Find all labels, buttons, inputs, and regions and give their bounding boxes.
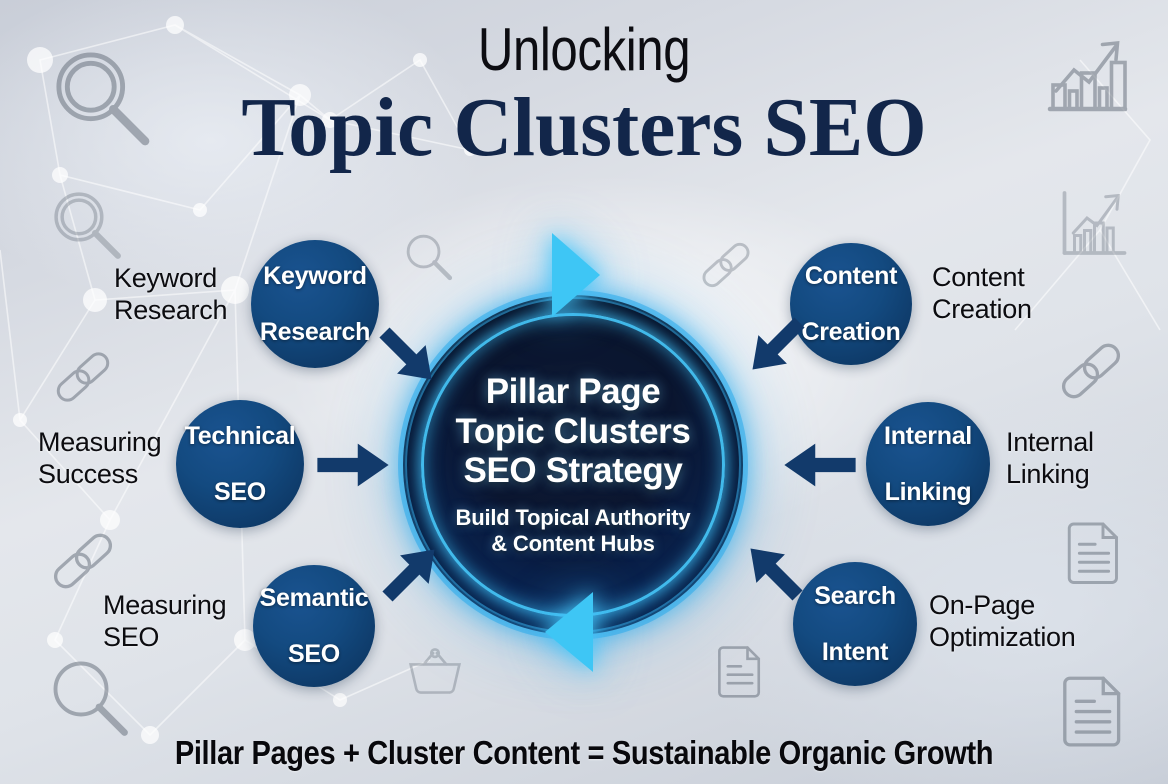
label-measuring-success-line-1: Measuring xyxy=(38,427,162,457)
label-keyword-research: Keyword Research xyxy=(114,263,254,327)
hub-title-line-1: Pillar Page xyxy=(485,372,661,412)
hub-subtitle-line-2: & Content Hubs xyxy=(491,531,655,557)
node-content-creation-line-1: Content xyxy=(804,262,898,290)
bar-chart-growth-icon xyxy=(1062,191,1127,255)
arrow-internal-linking-to-hub xyxy=(784,443,856,487)
arrow-content-creation-to-hub xyxy=(752,317,805,370)
cycle-arrow-bottom-icon xyxy=(545,592,593,672)
magnifier-icon xyxy=(54,192,121,259)
label-content-creation-line-1: Content xyxy=(932,262,1025,292)
hub-text-block: Pillar Page Topic Clusters SEO Strategy … xyxy=(403,295,743,635)
label-measuring-success: Measuring Success xyxy=(38,427,188,491)
magnifier-icon xyxy=(406,234,453,281)
label-measuring-seo-line-1: Measuring xyxy=(103,590,227,620)
label-keyword-research-line-2: Research xyxy=(114,294,228,325)
magnifier-icon xyxy=(56,52,150,146)
label-on-page-optimization-line-1: On-Page xyxy=(929,590,1035,620)
node-internal-linking-line-2: Linking xyxy=(884,478,972,506)
chain-link-icon xyxy=(1061,343,1121,399)
hub-title-line-2: Topic Clusters xyxy=(455,411,691,451)
label-keyword-research-line-1: Keyword xyxy=(114,263,217,293)
central-hub[interactable]: Pillar Page Topic Clusters SEO Strategy … xyxy=(403,295,743,635)
magnifier-icon xyxy=(53,661,128,736)
arrow-semantic-seo-to-hub xyxy=(382,549,435,602)
label-content-creation: Content Creation xyxy=(932,262,1102,326)
node-semantic-seo[interactable]: Semantic SEO xyxy=(253,565,375,687)
node-internal-linking-line-1: Internal xyxy=(884,422,972,450)
node-content-creation-line-2: Creation xyxy=(801,318,901,346)
chain-link-icon xyxy=(53,533,113,589)
hub-title: Pillar Page Topic Clusters SEO Strategy xyxy=(456,372,691,491)
node-search-intent[interactable]: Search Intent xyxy=(793,562,917,686)
label-internal-linking-line-2: Linking xyxy=(1006,458,1090,489)
hub-subtitle-line-1: Build Topical Authority xyxy=(455,504,691,530)
chain-link-icon xyxy=(702,242,750,288)
label-measuring-seo: Measuring SEO xyxy=(103,590,253,654)
label-internal-linking: Internal Linking xyxy=(1006,427,1166,491)
chain-link-icon xyxy=(56,352,110,402)
node-technical-seo-line-2: SEO xyxy=(214,478,266,506)
basket-icon xyxy=(408,648,462,694)
label-content-creation-line-2: Creation xyxy=(932,293,1032,324)
document-icon xyxy=(718,646,761,698)
node-keyword-research[interactable]: Keyword Research xyxy=(251,240,379,368)
node-content-creation[interactable]: Content Creation xyxy=(790,243,912,365)
page-title: Unlocking Topic Clusters SEO xyxy=(0,20,1168,170)
label-on-page-optimization: On-Page Optimization xyxy=(929,590,1129,654)
document-icon xyxy=(1063,676,1121,747)
cycle-arrow-top-icon xyxy=(552,233,600,317)
label-measuring-success-line-2: Success xyxy=(38,458,138,489)
document-icon xyxy=(1067,522,1118,584)
footer-caption: Pillar Pages + Cluster Content = Sustain… xyxy=(174,734,994,771)
hub-title-line-3: SEO Strategy xyxy=(463,451,683,491)
node-semantic-seo-line-2: SEO xyxy=(288,640,340,668)
label-on-page-optimization-line-2: Optimization xyxy=(929,621,1076,652)
arrow-keyword-research-to-hub xyxy=(379,327,432,380)
node-search-intent-line-2: Intent xyxy=(821,638,889,666)
hub-subtitle: Build Topical Authority & Content Hubs xyxy=(456,505,691,558)
node-keyword-research-line-1: Keyword xyxy=(263,262,367,290)
bar-chart-growth-icon xyxy=(1047,40,1128,112)
node-semantic-seo-line-1: Semantic xyxy=(259,584,369,612)
arrow-technical-seo-to-hub xyxy=(317,443,389,487)
label-internal-linking-line-1: Internal xyxy=(1006,427,1094,457)
node-technical-seo[interactable]: Technical SEO xyxy=(176,400,304,528)
node-technical-seo-line-1: Technical xyxy=(184,422,296,450)
node-keyword-research-line-2: Research xyxy=(259,318,371,346)
arrow-search-intent-to-hub xyxy=(750,548,803,601)
label-measuring-seo-line-2: SEO xyxy=(103,621,160,652)
node-search-intent-line-1: Search xyxy=(814,582,896,610)
node-internal-linking[interactable]: Internal Linking xyxy=(866,402,990,526)
title-line-1: Unlocking xyxy=(477,16,691,83)
title-line-2: Topic Clusters SEO xyxy=(241,81,927,174)
